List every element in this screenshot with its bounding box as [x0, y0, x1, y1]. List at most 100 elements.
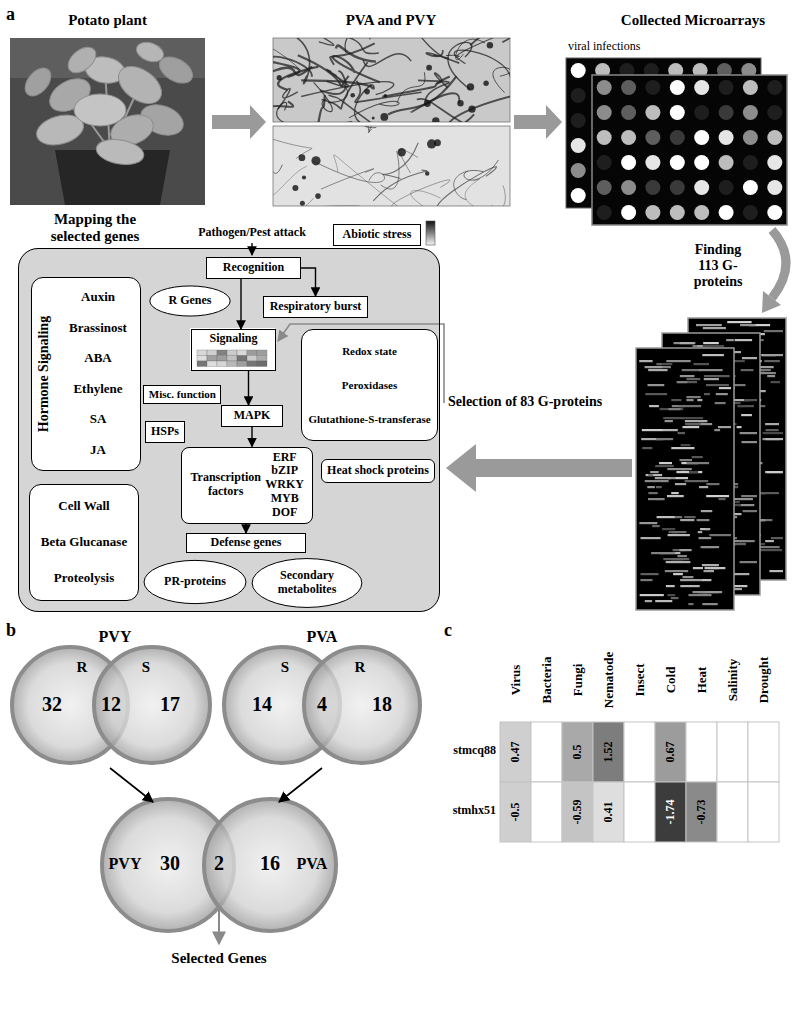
process-box: Misc. function — [143, 385, 221, 404]
heatmap-streak — [650, 471, 659, 473]
particle — [292, 185, 298, 191]
array-spot — [621, 205, 636, 220]
node-text: ABA — [84, 351, 111, 366]
array-spot — [719, 80, 734, 95]
array-spot — [597, 105, 612, 120]
heatmap-streak — [655, 600, 672, 602]
heatmap-streak — [683, 576, 694, 578]
heatmap-streak — [688, 603, 693, 605]
array-spot — [645, 155, 660, 170]
heatmap-streak — [668, 534, 690, 536]
connector-arrow — [251, 427, 252, 447]
particle — [311, 156, 320, 165]
column-header: Fungi — [570, 664, 584, 697]
array-spot — [571, 163, 586, 178]
venn-count: 17 — [150, 693, 190, 716]
heatmap-streak — [648, 474, 653, 476]
flow-arrow — [212, 105, 266, 139]
venn-title: PVA — [290, 855, 334, 873]
heatmap-streak — [739, 540, 755, 542]
heatmap-streak — [672, 531, 687, 533]
heatmap-streak — [703, 342, 719, 344]
heatmap-streak — [663, 558, 689, 560]
heatmap-streak — [699, 486, 708, 488]
table-value: 1.52 — [602, 742, 615, 763]
array-spot — [670, 180, 685, 195]
fibre — [461, 185, 506, 206]
rotated-label-box: 1.52 — [593, 722, 624, 782]
ellipse-node: Secondary metabolites — [251, 557, 363, 609]
flow-arrow — [446, 444, 632, 492]
array-spot — [621, 155, 636, 170]
heatmap-streak — [686, 396, 700, 398]
particle — [372, 116, 375, 119]
node-text: Recognition — [223, 261, 284, 275]
fibre — [314, 82, 333, 111]
mini-heatmap-cell — [237, 350, 247, 356]
image-title: Collected Microarrays — [598, 12, 788, 29]
heatmap-streak — [741, 495, 757, 497]
heatmap-streak — [697, 399, 702, 401]
ellipse-node: R Genes — [149, 285, 231, 317]
table-value: 0.67 — [664, 742, 677, 763]
item-column: ERFbZIPWRKYMYBDOF — [265, 451, 308, 520]
heatmap-streak — [697, 519, 710, 521]
node-text: Signaling — [209, 332, 257, 346]
rotated-label-box: Heat — [686, 640, 717, 720]
heatmap-streak — [684, 516, 695, 518]
array-spot — [571, 113, 586, 128]
heatmap-streak — [667, 594, 675, 596]
heatmap-streak — [735, 339, 753, 341]
table-cell — [655, 722, 686, 782]
photo-ground — [10, 38, 205, 205]
heatmap-panel — [636, 348, 734, 610]
heatmap-streak — [704, 570, 715, 572]
table-cell — [531, 722, 562, 782]
particle — [483, 81, 488, 86]
heatmap-streak — [702, 603, 717, 605]
node-text: Secondary metabolites — [267, 569, 347, 597]
heatmap-streak — [641, 573, 659, 575]
rotated-label-box: 0.47 — [500, 722, 531, 782]
array-spot — [645, 105, 660, 120]
heatmap-streak — [743, 510, 757, 512]
table-cell — [717, 722, 748, 782]
heatmap-streak — [681, 444, 691, 446]
mini-heatmap-cell — [247, 361, 257, 367]
table-cell — [624, 782, 655, 842]
microarray-spots — [597, 80, 783, 220]
heatmap-stack — [636, 318, 786, 610]
box-ground — [190, 328, 275, 370]
heatmap-streak — [665, 570, 688, 572]
heatmap-streak — [744, 399, 757, 401]
heatmap-streak — [763, 354, 783, 356]
venn-count: 12 — [91, 693, 131, 716]
fibre — [327, 70, 349, 87]
array-spot — [743, 105, 758, 120]
heatmap-streak — [675, 483, 686, 485]
heatmap-streak — [648, 369, 667, 371]
node-text: R Genes — [169, 294, 212, 308]
array-spot — [621, 80, 636, 95]
fibre — [277, 102, 353, 122]
arrow — [279, 768, 322, 802]
heatmap-streak — [740, 324, 756, 326]
heatmap-streak — [668, 408, 680, 410]
fibre — [278, 88, 298, 109]
table-value: 0.5 — [571, 745, 584, 760]
node-text: SA — [90, 412, 107, 427]
rotated-label-box: -1.74 — [655, 782, 686, 842]
heatmap-streak — [645, 480, 669, 482]
table-value: -0.73 — [695, 800, 708, 825]
node-text: Respiratory burst — [270, 300, 362, 314]
heatmap-streak — [687, 462, 710, 464]
ellipse-shape — [252, 559, 362, 608]
heatmap-streak — [719, 387, 731, 389]
column-header: Virus — [508, 665, 522, 696]
connector-arrow — [248, 371, 249, 405]
table-value: -0.5 — [509, 803, 522, 822]
mini-heatmap-cell — [227, 356, 237, 362]
table-cell — [686, 782, 717, 842]
input-label: Pathogen/Pest attack — [177, 226, 327, 240]
heatmap-streak — [679, 549, 691, 551]
